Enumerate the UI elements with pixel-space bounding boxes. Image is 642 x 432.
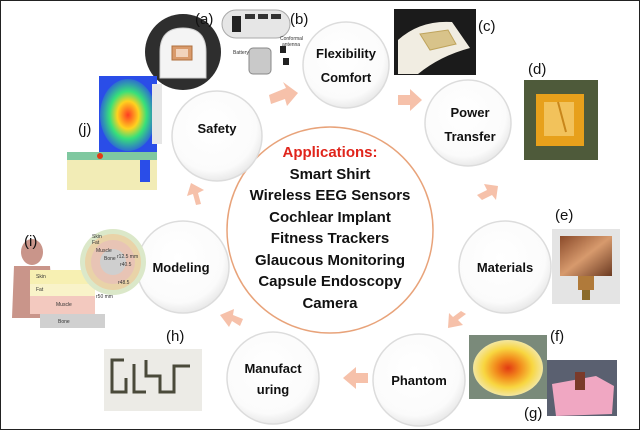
inset-i-muscle: Muscle: [56, 302, 72, 308]
application-item: Camera: [302, 294, 358, 312]
center-ring: [226, 126, 434, 334]
node-safety-label: Safety: [197, 121, 237, 136]
arrow-modeling-to-safety: [187, 183, 204, 205]
arrow-flex-to-power: [398, 89, 422, 111]
application-item: Cochlear Implant: [269, 208, 391, 226]
label-c: (c): [478, 18, 496, 35]
inset-f-phantom-photo: [469, 335, 547, 399]
application-item: Wireless EEG Sensors: [249, 187, 411, 204]
arrow-manufacturing-to-modeling: [220, 309, 243, 327]
inset-b-battery: Battery: [233, 50, 249, 56]
bubble-modeling: Modeling: [136, 220, 230, 314]
inset-i-skin: Skin: [36, 274, 46, 280]
inset-i-r-outer: r50 mm: [96, 294, 113, 300]
inset-g-tissue-photo: [547, 360, 617, 416]
node-power-line2: Transfer: [444, 129, 495, 144]
bubble-manufacturing: Manufact uring: [226, 331, 320, 425]
label-f: (f): [550, 328, 564, 345]
inset-i-muscle2: Muscle: [96, 248, 112, 254]
inset-i-fat: Fat: [36, 287, 44, 293]
inset-h-manufacturing-photo: [104, 349, 202, 411]
applications-list: Applications: Smart Shirt Wireless EEG S…: [230, 142, 430, 314]
bubble-materials: Materials: [458, 220, 552, 314]
arrow-phantom-to-manufacturing: [343, 367, 368, 389]
inset-e-materials-photo: [552, 229, 620, 304]
application-item: Smart Shirt: [289, 165, 371, 183]
cycle-arrows: [187, 82, 498, 389]
inset-i-skin2: Skin: [92, 234, 102, 240]
label-e: (e): [555, 207, 573, 224]
inset-i-modeling-figure: Skin Fat Muscle Bone Skin Fat Muscle Bon…: [12, 229, 146, 328]
inset-i-r-small: r12.5 mm: [117, 254, 138, 260]
bubble-phantom: Phantom: [372, 333, 466, 427]
node-manufacturing-line2: uring: [257, 382, 290, 397]
label-h: (h): [166, 328, 184, 345]
arrow-materials-to-phantom: [448, 311, 466, 328]
inset-b-schematic: Conformal antenna Battery: [221, 9, 303, 75]
inset-i-bone: Bone: [58, 319, 70, 325]
inset-b-antenna: antenna: [282, 42, 300, 48]
inset-i-r-mid: r40.5: [120, 262, 132, 268]
node-modeling-label: Modeling: [152, 260, 209, 275]
bubble-power-transfer: Power Transfer: [424, 79, 512, 167]
label-b: (b): [290, 11, 308, 28]
node-materials-label: Materials: [477, 260, 533, 275]
arrow-safety-to-flex: [269, 82, 298, 106]
inset-d-power-photo: [524, 80, 598, 160]
node-flexibility-line2: Comfort: [321, 70, 372, 85]
label-d: (d): [528, 61, 546, 78]
node-flexibility-line1: Flexibility: [316, 46, 377, 61]
label-i: (i): [24, 233, 37, 250]
inset-i-fat2: Fat: [92, 240, 100, 246]
bubble-flexibility: Flexibility Comfort: [302, 21, 390, 109]
bubble-safety: Safety: [171, 90, 263, 182]
inset-b-conformal: Conformal: [280, 36, 303, 42]
application-item: Glaucous Monitoring: [255, 251, 405, 269]
label-j: (j): [78, 121, 91, 138]
label-a: (a): [195, 11, 213, 28]
node-power-line1: Power: [450, 105, 489, 120]
inset-c-flexible-photo: [394, 9, 476, 75]
application-item: Fitness Trackers: [270, 230, 390, 247]
arrow-power-to-materials: [477, 184, 498, 200]
inset-a-capsule-photo: [145, 14, 221, 90]
inset-i-r-large: r48.5: [118, 280, 130, 286]
node-manufacturing-line1: Manufact: [244, 361, 302, 376]
applications-title: Applications:: [282, 144, 378, 161]
label-g: (g): [524, 405, 542, 422]
inset-j-sar-map: [67, 76, 162, 190]
inset-i-bone2: Bone: [104, 256, 116, 262]
node-phantom-label: Phantom: [391, 373, 447, 388]
application-item: Capsule Endoscopy: [258, 273, 402, 290]
